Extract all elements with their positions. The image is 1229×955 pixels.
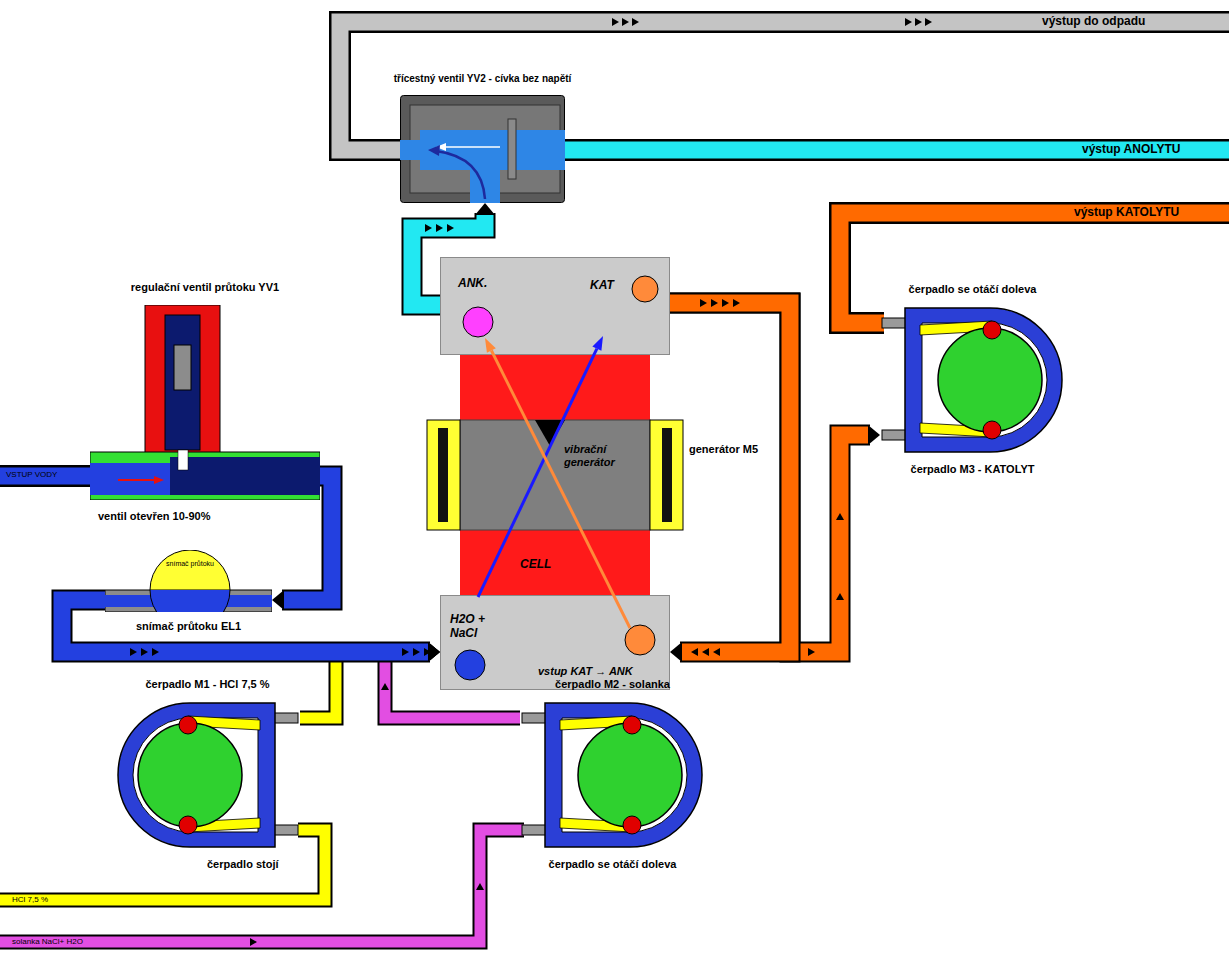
node-heading: regulační ventil průtoku YV1 bbox=[131, 281, 279, 294]
peristaltic-pump-shape bbox=[880, 305, 1065, 455]
pipe-fill bbox=[670, 303, 790, 652]
node-note: generátor M5 bbox=[689, 443, 758, 456]
node-heading: snímač průtoku bbox=[163, 560, 217, 567]
arrow-head bbox=[272, 590, 284, 610]
pipe-label: HCl 7,5 % bbox=[10, 896, 50, 905]
node-heading: čerpadlo M1 - HCl 7,5 % bbox=[145, 678, 269, 691]
catholyte-outlet-pipe bbox=[840, 213, 1229, 323]
pipe-label: VSTUP VODY bbox=[4, 471, 59, 480]
cell-bottom-chamber: H2O + NaCl vstup KAT → ANK bbox=[440, 595, 670, 690]
electrolytic-cell: vibrační generátorCELLgenerátor M5 bbox=[426, 355, 684, 595]
node-note: snímač průtoku EL1 bbox=[136, 620, 241, 633]
node-heading: H2O + NaCl bbox=[450, 613, 508, 641]
peristaltic-pump-shape bbox=[115, 700, 300, 850]
node-heading: třícestný ventil YV2 - cívka bez napětí bbox=[394, 73, 572, 85]
node-heading: čerpadlo M2 - solanka bbox=[555, 678, 670, 691]
flow-sensor: snímač průtokusnímač průtoku EL1 bbox=[105, 550, 272, 612]
peristaltic-pump-shape bbox=[520, 700, 705, 850]
pipe-label: výstup KATOLYTU bbox=[1072, 206, 1181, 219]
flow-chevrons bbox=[20, 18, 932, 946]
pipe-outline bbox=[670, 303, 870, 652]
node-note: CELL bbox=[520, 558, 551, 572]
pipe-label: výstup ANOLYTU bbox=[1080, 143, 1182, 156]
pipe-connector bbox=[670, 303, 880, 652]
node-note: čerpadlo stojí bbox=[207, 858, 279, 871]
electrolytic-cell-shape bbox=[426, 355, 684, 595]
flow-control-valve-shape bbox=[90, 305, 320, 500]
pipe-connector bbox=[670, 303, 790, 662]
arrow-head bbox=[475, 203, 495, 215]
pipe-label: solanka NaCl+ H2O bbox=[10, 938, 85, 947]
pipe-outline bbox=[670, 303, 790, 652]
node-note: čerpadlo se otáčí doleva bbox=[549, 858, 677, 871]
three-way-valve-shape bbox=[400, 95, 565, 203]
node-note: ventil otevřen 10-90% bbox=[98, 510, 211, 523]
node-heading: čerpadlo se otáčí doleva bbox=[909, 283, 1037, 296]
cell-top-chamber: ANK. KAT bbox=[440, 257, 670, 355]
cell-top-chamber-shape bbox=[440, 257, 670, 355]
node-note: čerpadlo M3 - KATOLYT bbox=[911, 463, 1035, 476]
peristaltic-pump: čerpadlo M1 - HCl 7,5 %čerpadlo stojí bbox=[115, 700, 300, 850]
peristaltic-pump: čerpadlo se otáčí dolevačerpadlo M3 - KA… bbox=[880, 305, 1065, 455]
node-heading: ANK. bbox=[458, 277, 487, 291]
node-note: vstup KAT → ANK bbox=[538, 665, 633, 678]
arrow-head bbox=[868, 425, 880, 445]
arrow-head bbox=[670, 642, 682, 662]
node-heading: vibrační generátor bbox=[564, 443, 644, 468]
pipe-label: výstup do odpadu bbox=[1040, 15, 1147, 28]
peristaltic-pump: čerpadlo M2 - solankačerpadlo se otáčí d… bbox=[520, 700, 705, 850]
node-note: KAT bbox=[590, 279, 614, 293]
three-way-valve: třícestný ventil YV2 - cívka bez napětí bbox=[400, 95, 565, 203]
pipe-fill bbox=[670, 303, 870, 652]
flow-control-valve: regulační ventil průtoku YV1ventil otevř… bbox=[90, 305, 320, 500]
flow-sensor-shape bbox=[105, 550, 272, 612]
